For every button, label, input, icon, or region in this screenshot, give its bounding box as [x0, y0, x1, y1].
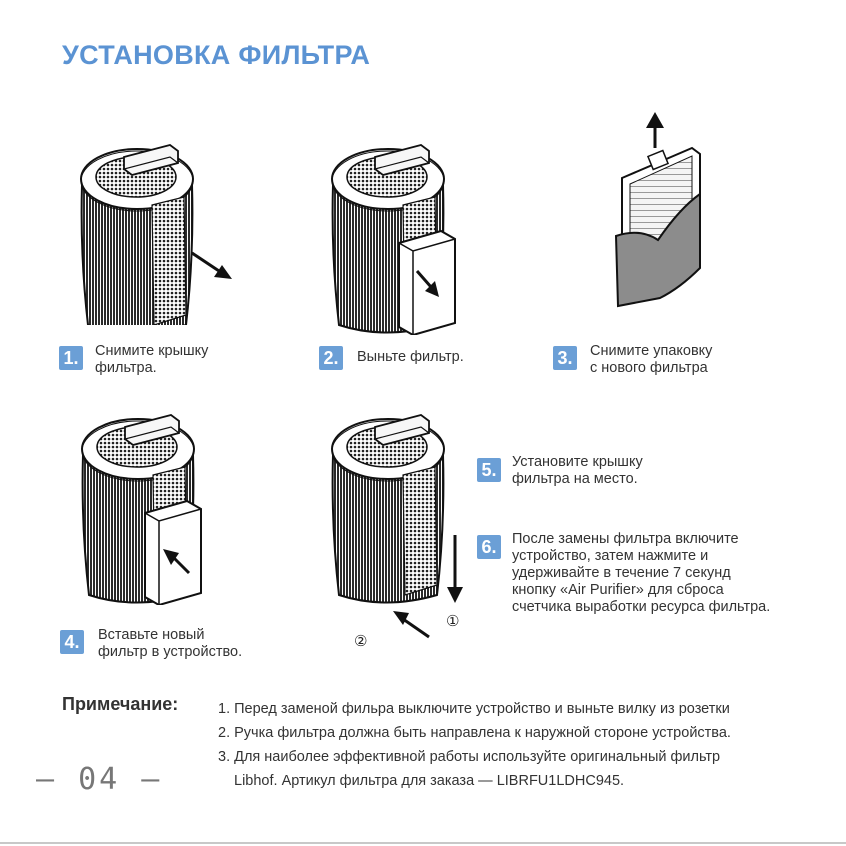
step-1-badge: 1.: [59, 346, 83, 370]
step-5-text: Установите крышку фильтра на место.: [512, 454, 643, 487]
note-item: Libhof. Артикул фильтра для заказа — LIB…: [234, 773, 625, 789]
step-4-illustration: [81, 414, 202, 605]
step-5-6-illustration: [331, 414, 463, 639]
bottom-divider: [0, 842, 846, 844]
note-item: 3. Для наиболее эффективной работы испол…: [218, 749, 721, 765]
step-3-text: Снимите упаковку с нового фильтра: [590, 343, 713, 376]
step-1-text: Снимите крышку фильтра.: [95, 343, 209, 376]
step-2-text: Выньте фильтр.: [357, 349, 464, 365]
note-list: 1. Перед заменой фильра выключите устрой…: [218, 697, 818, 793]
step-3-illustration: [614, 112, 701, 308]
marker-one: ①: [446, 613, 460, 630]
step-2-badge: 2.: [319, 346, 343, 370]
step-2-illustration: [331, 144, 456, 335]
marker-two: ②: [354, 633, 368, 650]
step-4-badge: 4.: [60, 630, 84, 654]
step-5-badge: 5.: [477, 458, 501, 482]
step-6-text: После замены фильтра включите устройство…: [512, 531, 771, 615]
note-label: Примечание:: [62, 694, 179, 714]
page-title: УСТАНОВКА ФИЛЬТРА: [62, 40, 371, 70]
page-number: – 04 –: [36, 762, 163, 797]
step-1-illustration: [80, 144, 232, 325]
step-6-badge: 6.: [477, 535, 501, 559]
note-item: 2. Ручка фильтра должна быть направлена …: [218, 725, 731, 741]
step-3-badge: 3.: [553, 346, 577, 370]
note-item: 1. Перед заменой фильра выключите устрой…: [218, 701, 730, 717]
step-4-text: Вставьте новый фильтр в устройство.: [98, 627, 243, 660]
